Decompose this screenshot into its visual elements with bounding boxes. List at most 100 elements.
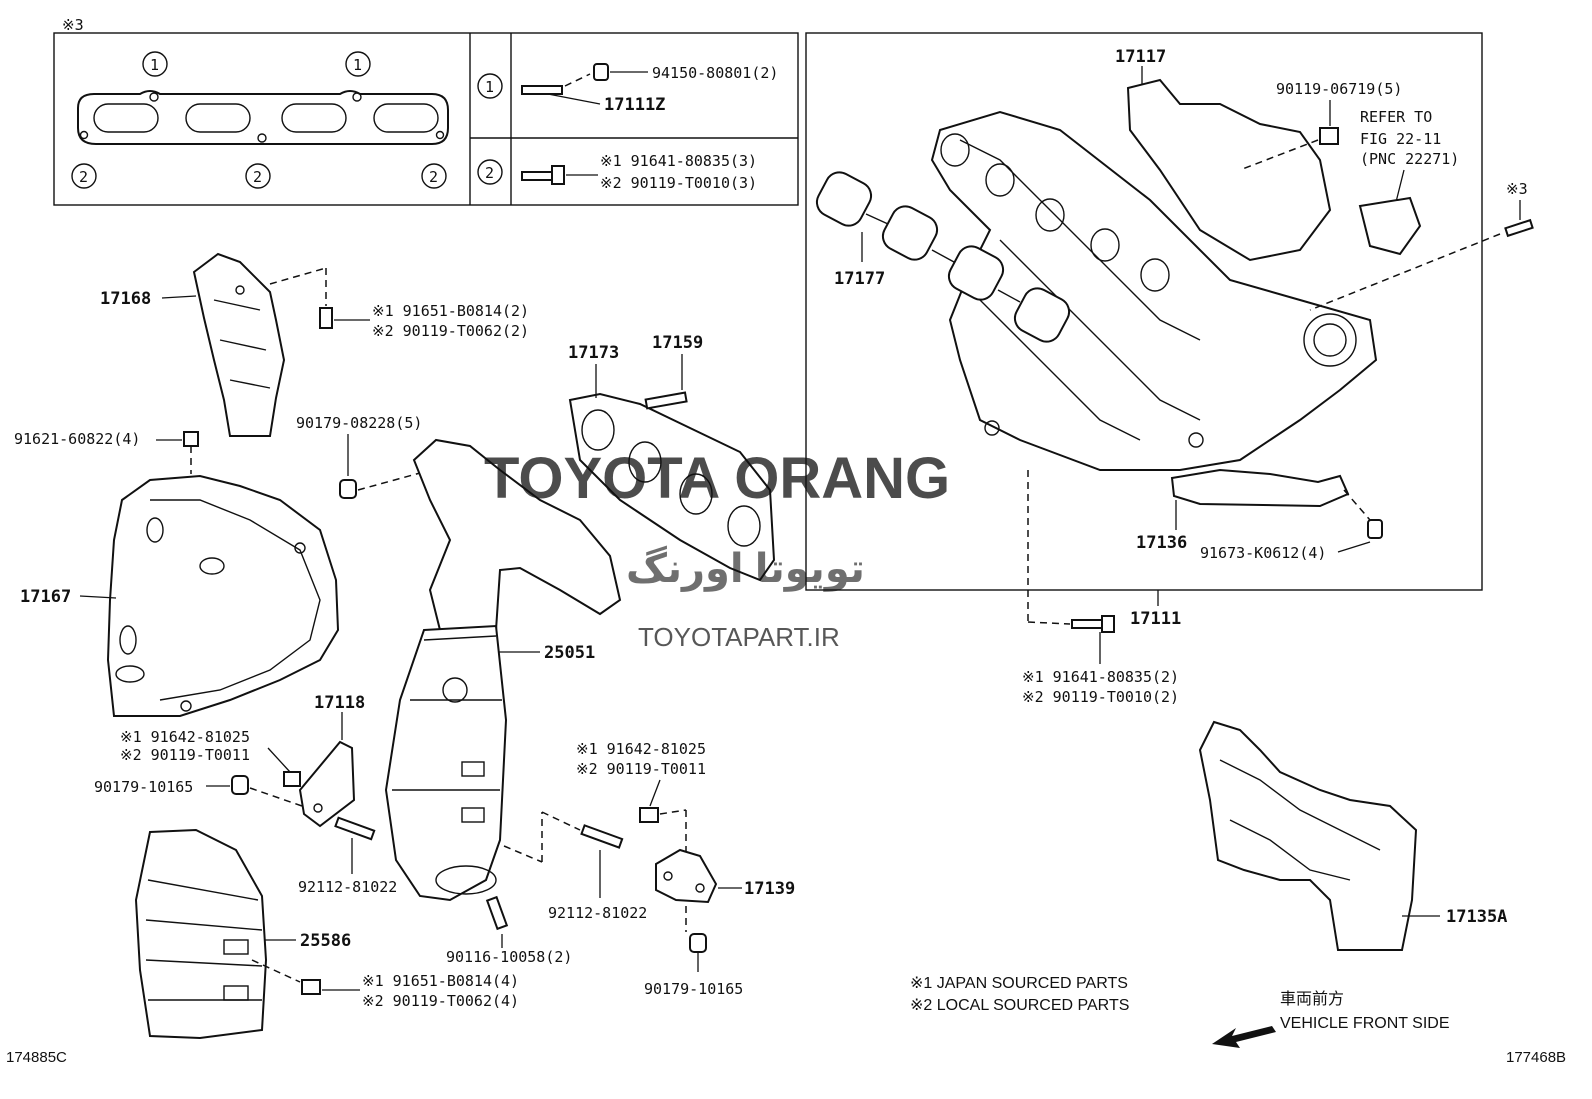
footer-right-code: 177468B: [1506, 1049, 1566, 1066]
nut-icon: [231, 775, 249, 795]
label-b1: ※1 91641-80835(2): [1022, 668, 1179, 686]
bolt-icon: [521, 171, 553, 181]
label-17118: 17118: [314, 693, 365, 713]
label-17139-b2: ※2 90119-T0011: [576, 760, 706, 778]
bracket-17136: [1170, 468, 1350, 508]
bolt-icon: [1071, 619, 1103, 629]
svg-text:2: 2: [253, 168, 262, 186]
label-25051: 25051: [544, 643, 595, 663]
bolt-icon: [1319, 127, 1339, 145]
refer-line2: FIG 22-11: [1360, 130, 1441, 148]
direction-en: VEHICLE FRONT SIDE: [1280, 1015, 1450, 1032]
circle-two-b: 2: [245, 163, 271, 189]
nut-icon: [593, 63, 609, 81]
label-91621: 91621-60822(4): [14, 430, 140, 448]
bolt-icon: [283, 771, 301, 787]
manifold-cover: [1126, 78, 1332, 262]
watermark-site: TOYOTAPART.IR: [638, 622, 840, 652]
label-90116: 90116-10058(2): [446, 948, 572, 966]
label-17173: 17173: [568, 343, 619, 363]
direction-jp: 車両前方: [1280, 990, 1344, 1008]
label-17117: 17117: [1115, 47, 1166, 67]
bolt-icon: [1504, 218, 1534, 238]
label-25586: 25586: [300, 931, 351, 951]
exhaust-manifold: [412, 438, 622, 642]
bolt-icon: [183, 431, 199, 447]
svg-text:1: 1: [353, 56, 362, 74]
stud-icon: [334, 816, 376, 841]
circle-one-left: 1: [142, 51, 168, 77]
intake-manifold-box: 17117 17177 90119-06719(5): [805, 32, 1534, 591]
nut-icon: [689, 933, 707, 953]
refer-line3: (PNC 22271): [1360, 150, 1459, 168]
bracket-17139: [655, 848, 718, 904]
inset-row2-line2: ※2 90119-T0010(3): [600, 174, 757, 192]
note-local-sourced: ※2 LOCAL SOURCED PARTS: [910, 997, 1129, 1014]
inset-row1-part: 94150-80801(2): [652, 64, 778, 82]
circle-one-right: 1: [345, 51, 371, 77]
label-17111: 17111: [1130, 609, 1181, 629]
footer-left-code: 174885C: [6, 1049, 67, 1066]
label-17139: 17139: [744, 879, 795, 899]
refer-line1: REFER TO: [1360, 108, 1432, 126]
svg-text:1: 1: [485, 78, 494, 96]
nut-icon: [339, 479, 357, 499]
stud-icon: [644, 391, 688, 410]
bracket-17118: [298, 740, 356, 828]
heat-shield-17167: [106, 474, 340, 717]
bolt-icon: [1367, 519, 1383, 539]
circle-two-a: 2: [71, 163, 97, 189]
label-17167: 17167: [20, 587, 71, 607]
circle-one-key: 1: [477, 73, 503, 99]
label-17168-b2: ※2 90119-T0062(2): [372, 322, 529, 340]
stud-icon: [521, 85, 563, 95]
refer-part-icon: [1358, 196, 1422, 256]
watermark-persian: تویوتا اورنگ: [626, 545, 865, 592]
stud-icon: [580, 824, 624, 849]
label-17139-b1: ※1 91642-81025: [576, 740, 706, 758]
gasket-inset: ※3 1 1 2 2 2: [53, 16, 799, 206]
label-92112a: 92112-81022: [298, 878, 397, 896]
label-90119-06719: 90119-06719(5): [1276, 80, 1402, 98]
inset-row2-line1: ※1 91641-80835(3): [600, 152, 757, 170]
label-90179-08228: 90179-08228(5): [296, 414, 422, 432]
label-91673: 91673-K0612(4): [1200, 544, 1326, 562]
note-japan-sourced: ※1 JAPAN SOURCED PARTS: [910, 975, 1128, 992]
catalytic-converter: [384, 624, 508, 902]
label-17159: 17159: [652, 333, 703, 353]
label-17118-b2: ※2 90119-T0011: [120, 746, 250, 764]
label-17177: 17177: [834, 269, 885, 289]
exhaust-gasket-17173: [568, 392, 776, 582]
bolt-icon: [301, 979, 321, 995]
label-17168: 17168: [100, 289, 151, 309]
svg-text:2: 2: [79, 168, 88, 186]
stud-icon: [485, 895, 509, 931]
label-17168-b1: ※1 91651-B0814(2): [372, 302, 529, 320]
heat-insulator-17168: [192, 252, 286, 437]
circle-two-key: 2: [477, 159, 503, 185]
intake-gasket: [815, 171, 1071, 343]
label-90179-10165b: 90179-10165: [644, 980, 743, 998]
svg-text:2: 2: [485, 164, 494, 182]
watermark-brand: TOYOTA ORANG: [484, 446, 950, 511]
label-17136: 17136: [1136, 533, 1187, 553]
circle-two-c: 2: [421, 163, 447, 189]
label-90179-10165a: 90179-10165: [94, 778, 193, 796]
inset-row1-stud: 17111Z: [604, 95, 665, 115]
label-b2: ※2 90119-T0010(2): [1022, 688, 1179, 706]
label-92112b: 92112-81022: [548, 904, 647, 922]
gasket-shape: [77, 90, 449, 145]
front-arrow-icon: [1212, 1026, 1276, 1048]
svg-text:2: 2: [429, 168, 438, 186]
bolt-icon: [639, 807, 659, 823]
label-marker3: ※3: [1506, 180, 1528, 198]
heat-insulator-25586: [134, 828, 268, 1040]
svg-text:1: 1: [150, 56, 159, 74]
label-17135a: 17135A: [1446, 907, 1507, 927]
label-17118-b1: ※1 91642-81025: [120, 728, 250, 746]
label-25586-b1: ※1 91651-B0814(4): [362, 972, 519, 990]
label-25586-b2: ※2 90119-T0062(4): [362, 992, 519, 1010]
insulator-17135a: [1198, 720, 1418, 951]
bolt-icon: [319, 307, 333, 329]
